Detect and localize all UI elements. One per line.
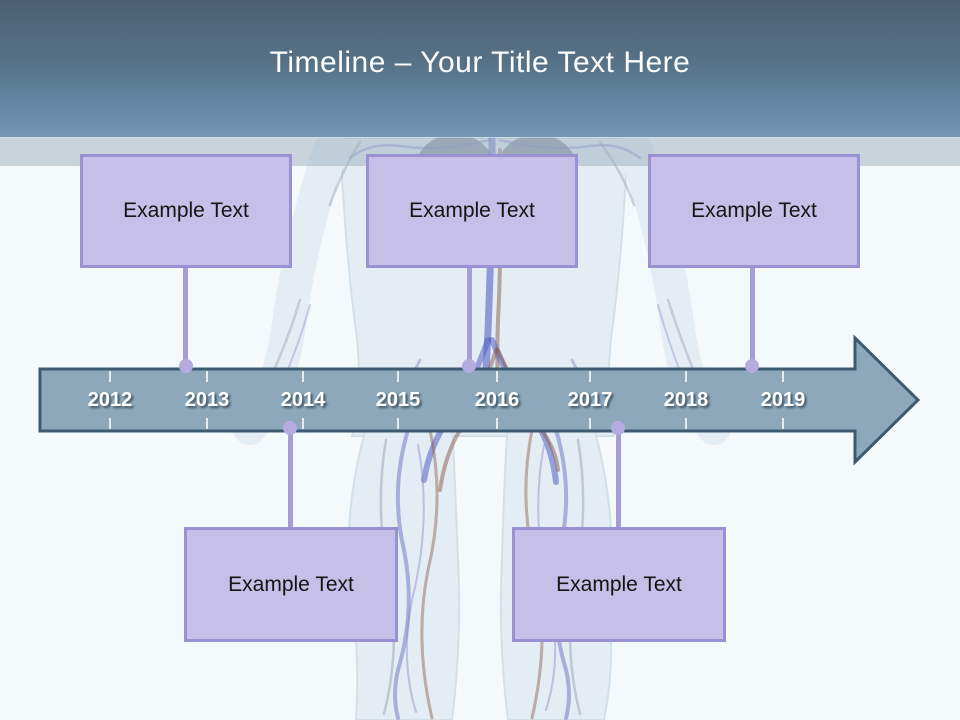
example-text-box-5[interactable]: Example Text [512, 527, 726, 642]
year-label-2018: 2018 [663, 389, 709, 411]
anchor-dot-box1 [179, 359, 193, 373]
anchor-dot-box3 [745, 359, 759, 373]
tick-top-2017 [589, 371, 591, 382]
example-text-label-3: Example Text [691, 199, 817, 222]
example-text-label-1: Example Text [123, 199, 249, 222]
tick-bottom-2019 [782, 418, 784, 429]
tick-top-2019 [782, 371, 784, 382]
tick-top-2016 [496, 371, 498, 382]
tick-bottom-2012 [109, 418, 111, 429]
anchor-dot-box2 [462, 359, 476, 373]
example-text-label-2: Example Text [409, 199, 535, 222]
year-label-2016: 2016 [474, 389, 520, 411]
slide-header: Timeline – Your Title Text Here [0, 0, 960, 137]
connector-box5 [616, 430, 621, 528]
tick-top-2018 [685, 371, 687, 382]
tick-top-2015 [397, 371, 399, 382]
tick-bottom-2014 [302, 418, 304, 429]
example-text-label-5: Example Text [556, 572, 682, 596]
example-text-label-4: Example Text [228, 572, 354, 596]
tick-top-2012 [109, 371, 111, 382]
tick-bottom-2017 [589, 418, 591, 429]
example-text-box-3[interactable]: Example Text [648, 154, 860, 268]
connector-box2 [467, 267, 472, 368]
tick-top-2014 [302, 371, 304, 382]
tick-top-2013 [206, 371, 208, 382]
year-label-2019: 2019 [760, 389, 806, 411]
year-label-2017: 2017 [567, 389, 613, 411]
tick-bottom-2015 [397, 418, 399, 429]
example-text-box-1[interactable]: Example Text [80, 154, 292, 268]
year-label-2015: 2015 [375, 389, 421, 411]
tick-bottom-2018 [685, 418, 687, 429]
example-text-box-2[interactable]: Example Text [366, 154, 578, 268]
year-label-2012: 2012 [87, 389, 133, 411]
connector-box4 [288, 430, 293, 528]
anchor-dot-box5 [611, 421, 625, 435]
tick-bottom-2016 [496, 418, 498, 429]
connector-box3 [750, 267, 755, 368]
year-label-2013: 2013 [184, 389, 230, 411]
tick-bottom-2013 [206, 418, 208, 429]
slide-title: Timeline – Your Title Text Here [269, 46, 691, 79]
example-text-box-4[interactable]: Example Text [184, 527, 398, 642]
year-label-2014: 2014 [280, 389, 326, 411]
anchor-dot-box4 [283, 421, 297, 435]
connector-box1 [183, 267, 188, 368]
